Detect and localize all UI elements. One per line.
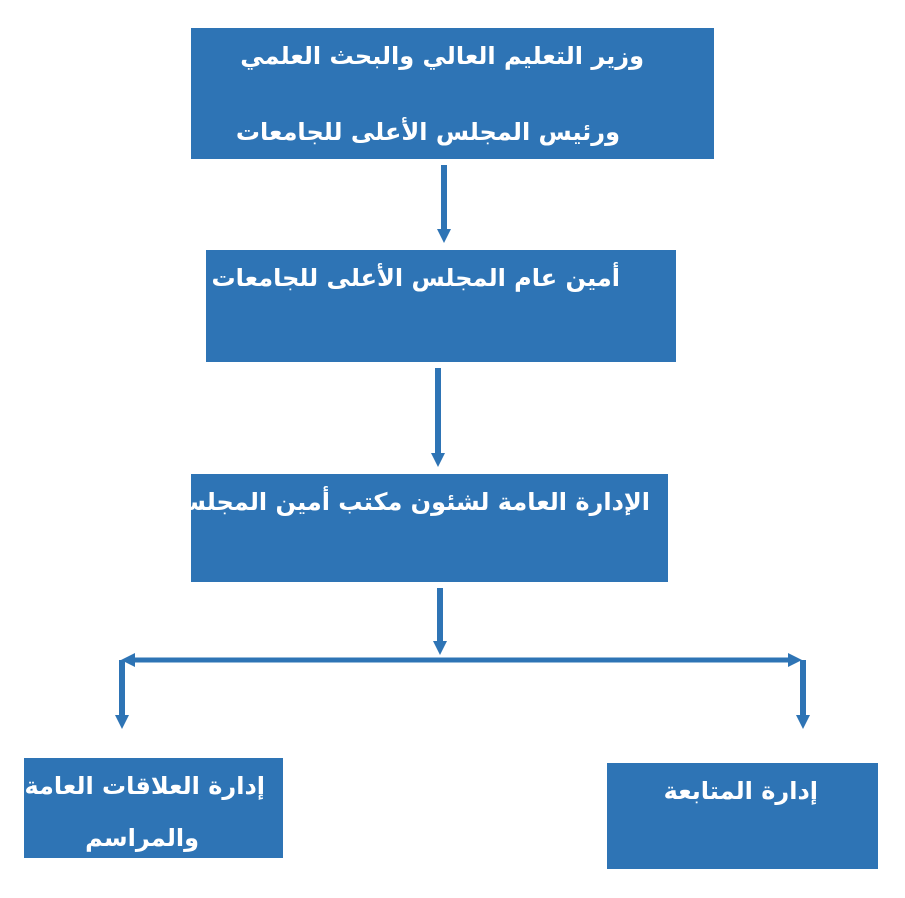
node-secretary-general: أمين عام المجلس الأعلى للجامعات <box>206 250 676 362</box>
node-followup: إدارة المتابعة <box>607 763 878 869</box>
node-minister: وزير التعليم العالي والبحث العلمي ورئيس … <box>191 28 714 159</box>
node-public-relations-line2: والمراسم <box>85 824 199 852</box>
node-general-directorate: الإدارة العامة لشئون مكتب أمين المجلس <box>173 474 668 582</box>
node-minister-line2: ورئيس المجلس الأعلى للجامعات <box>235 118 620 146</box>
node-general-directorate-line1: الإدارة العامة لشئون مكتب أمين المجلس <box>172 488 650 516</box>
node-minister-line1: وزير التعليم العالي والبحث العلمي <box>240 42 644 70</box>
node-secretary-general-line1: أمين عام المجلس الأعلى للجامعات <box>211 264 620 292</box>
node-public-relations-line1: إدارة العلاقات العامة <box>24 772 265 800</box>
node-followup-line1: إدارة المتابعة <box>663 777 818 805</box>
node-public-relations: إدارة العلاقات العامة والمراسم <box>24 758 283 858</box>
